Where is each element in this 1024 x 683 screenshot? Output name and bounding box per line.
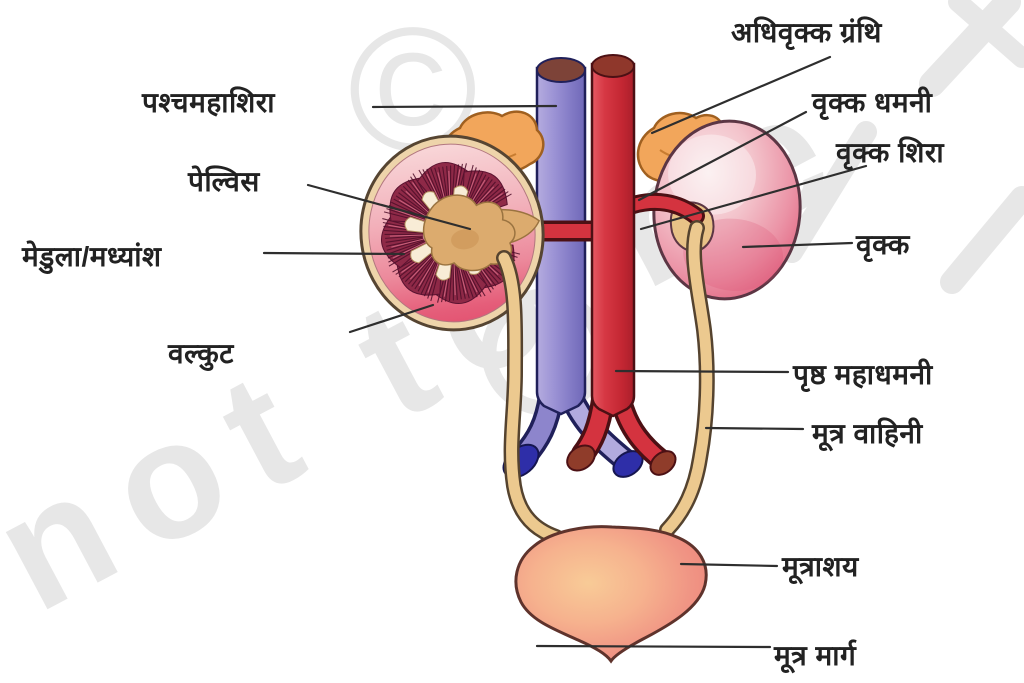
- label-renal-artery: वृक्क धमनी: [812, 87, 933, 118]
- label-kidney: वृक्क: [856, 229, 910, 260]
- leader-cortex: [348, 303, 435, 334]
- leader-bladder: [679, 562, 779, 568]
- renal-pelvis: [422, 194, 541, 272]
- leader-ureter: [704, 426, 805, 431]
- label-adrenal-gland: अधिवृक्क ग्रंथि: [731, 17, 882, 48]
- dorsal-aorta: [566, 54, 677, 476]
- label-medulla: मेडुला/मध्यांश: [22, 241, 162, 272]
- label-dorsal-aorta: पृष्ठ महाधमनी: [793, 359, 933, 390]
- label-ureter: मूत्र वाहिनी: [812, 418, 923, 449]
- left-ureter: [496, 250, 564, 545]
- right-renal-artery: [621, 192, 705, 225]
- leader-renal-artery: [637, 110, 808, 202]
- leader-dorsal-aorta: [614, 369, 790, 374]
- left-kidney-section: [359, 134, 545, 332]
- leader-medulla: [262, 251, 406, 256]
- label-pelvis: पेल्विस: [188, 166, 260, 197]
- label-urinary-bladder: मूत्राशय: [782, 551, 859, 582]
- label-renal-vein: वृक्क शिरा: [836, 137, 945, 168]
- leader-renal-vein: [639, 164, 868, 231]
- leader-pelvis: [306, 183, 472, 231]
- leader-urethra: [535, 644, 772, 649]
- urinary-bladder: [514, 525, 708, 664]
- leader-kidney: [741, 241, 854, 249]
- label-cortex: वल्कुट: [168, 338, 234, 369]
- right-ureter: [659, 220, 715, 538]
- label-posterior-vena-cava: पश्चमहाशिरा: [142, 87, 275, 118]
- label-urethra: मूत्र मार्ग: [774, 640, 857, 671]
- leader-posterior-vena-cava: [371, 104, 558, 109]
- leader-lines: [262, 55, 868, 649]
- leader-adrenal: [650, 55, 832, 135]
